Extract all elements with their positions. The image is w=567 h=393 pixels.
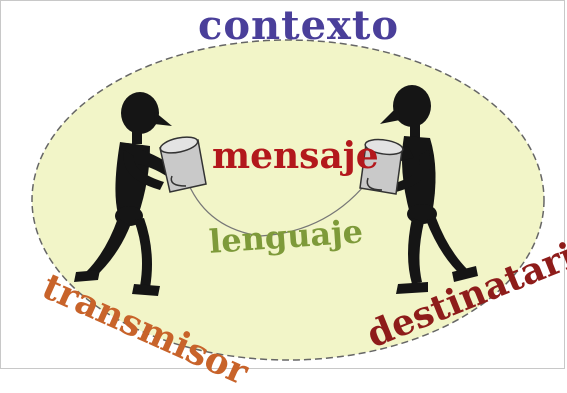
language-label: lenguaje	[207, 212, 365, 261]
string-line-icon	[185, 175, 373, 237]
receiver-figure-icon	[380, 85, 478, 294]
sender-cup-icon	[159, 136, 207, 193]
message-label: mensaje	[212, 135, 379, 177]
diagram-illustration	[31, 39, 545, 361]
context-label: contexto	[198, 2, 400, 49]
image-frame	[0, 0, 565, 369]
receiver-cup-icon	[359, 138, 404, 195]
